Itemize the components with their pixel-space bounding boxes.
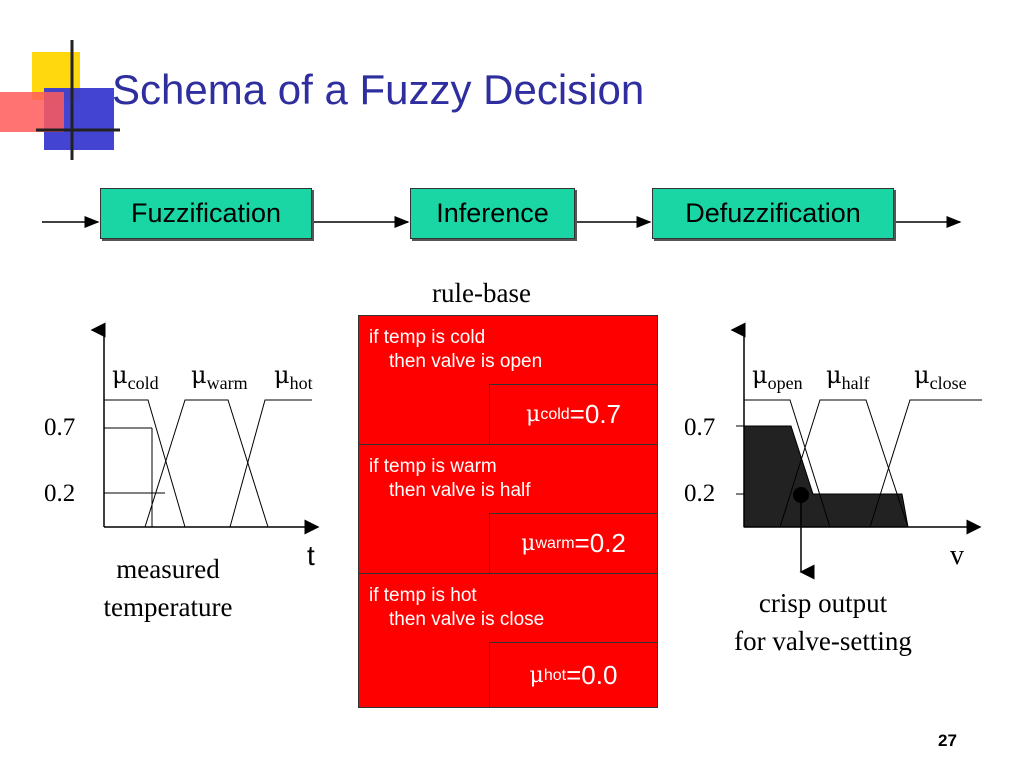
mu-symbol: μ [826,361,842,389]
mu-symbol: μ [112,361,128,389]
mu-subscript: hot [543,666,567,684]
rule-base-title: rule-base [432,278,531,308]
label-mu-open: μopen [752,361,803,394]
rule-then: then valve is open [389,351,543,372]
rule-condition: if temp is warm then valve is half [369,455,531,503]
output-membership-chart [730,322,982,580]
mu-symbol: μ [529,663,544,688]
rule-if: if temp is warm [369,456,497,477]
caption-line: temperature [103,592,233,622]
mu-value: =0.7 [569,399,621,429]
set-name: cold [127,372,159,393]
page-number: 27 [938,731,957,750]
set-name: warm [206,372,248,393]
input-caption: measured temperature [78,550,258,626]
label-mu-half: μhalf [826,361,870,394]
mf-close [869,399,982,528]
label-mu-hot: μhot [274,361,313,394]
rule-if: if temp is hot [369,585,477,606]
aggregated-output-area [743,425,909,528]
decorative-logo [0,40,120,160]
slide-title: Schema of a Fuzzy Decision [112,66,645,113]
mf-warm [144,399,269,528]
label-mu-cold: μcold [112,361,159,394]
inference-box: Inference [410,188,575,239]
fuzzification-box: Fuzzification [100,188,312,239]
mu-value: =0.2 [574,528,626,558]
caption-line: measured [116,554,220,584]
mu-symbol: μ [191,361,207,389]
x-axis-label: v [950,540,964,571]
label-mu-warm: μwarm [191,361,248,394]
pipeline-arrows [42,216,962,228]
mu-subscript: cold [540,405,570,423]
rule-then: then valve is close [389,609,545,630]
mu-value: =0.0 [566,660,618,690]
set-name: hot [289,372,313,393]
mu-symbol: μ [521,531,536,556]
label-mu-close: μclose [914,361,967,394]
mf-hot [229,399,312,528]
output-caption: crisp output for valve-setting [700,584,946,660]
caption-line: for valve-setting [734,626,912,656]
tick-label-02: 0.2 [44,480,76,507]
pipeline: Fuzzification Inference Defuzzification [0,180,1024,250]
tick-label-07: 0.7 [684,414,716,441]
x-axis-label: t [307,540,315,571]
mu-symbol: μ [914,361,930,389]
tick-label-07: 0.7 [44,414,76,441]
input-membership-chart [90,322,320,535]
set-name: open [767,372,803,393]
mf-open [744,399,831,528]
defuzzification-box: Defuzzification [652,188,894,239]
mu-symbol: μ [274,361,290,389]
rule-condition: if temp is hot then valve is close [369,584,544,632]
mf-cold [104,399,186,528]
mu-symbol: μ [752,361,768,389]
rule-then: then valve is half [389,480,531,501]
caption-line: crisp output [758,588,888,618]
set-name: half [841,372,870,393]
set-name: close [929,372,967,393]
rule-if: if temp is cold [369,327,486,348]
tick-label-02: 0.2 [684,480,716,507]
mu-subscript: warm [535,534,575,552]
crisp-output-point [793,487,809,503]
rule-condition: if temp is cold then valve is open [369,326,542,374]
mu-symbol: μ [526,402,541,427]
mf-half [779,399,909,528]
